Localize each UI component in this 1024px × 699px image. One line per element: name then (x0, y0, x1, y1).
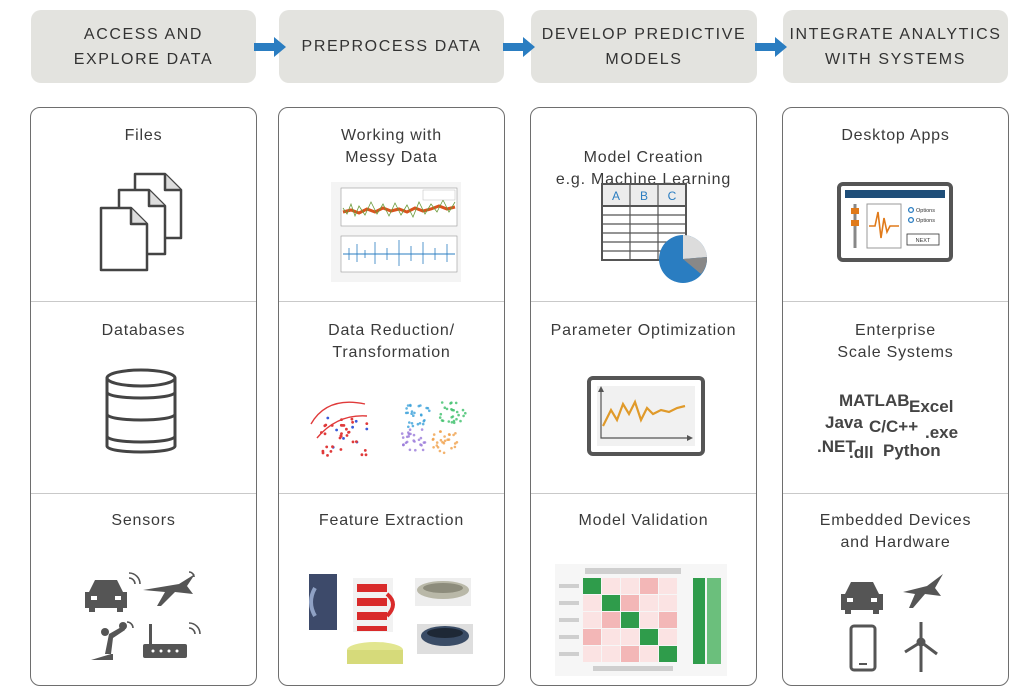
cell-title: Enterprise Scale Systems (837, 322, 954, 361)
cell-desktop-apps: Desktop Apps Options Options NEXT (783, 108, 1008, 301)
stage-header-develop: DEVELOP PREDICTIVE MODELS (531, 10, 757, 83)
app-next-button: NEXT (916, 238, 931, 244)
cell-title: Parameter Optimization (550, 322, 737, 339)
flow-arrow-icon (254, 37, 286, 57)
cell-title: Working with Messy Data (341, 127, 442, 166)
confusion-matrix-icon (555, 564, 727, 676)
cell-messy-data: Working with Messy Data (279, 108, 504, 301)
cell-title: Files (124, 127, 163, 144)
column-preprocess: Working with Messy Data Data Reduction/ … (278, 107, 505, 686)
lang-excel: Excel (909, 397, 953, 416)
column-access-explore: Files Databases Sensors (30, 107, 257, 686)
stage-title: PREPROCESS DATA (301, 38, 482, 55)
cell-embedded-devices: Embedded Devices and Hardware (783, 493, 1008, 685)
cell-parameter-optimization: Parameter Optimization (531, 301, 756, 494)
cell-title: Embedded Devices and Hardware (819, 512, 972, 551)
app-option-2: Options (916, 218, 935, 224)
cell-model-creation: Model Creation e.g. Machine Learning A B… (531, 108, 756, 301)
stage-title: DEVELOP PREDICTIVE MODELS (541, 25, 747, 68)
messy-data-plot-icon (331, 182, 461, 282)
lang-matlab: MATLAB (839, 391, 910, 410)
table-header-c: C (668, 189, 677, 203)
flow-arrow-icon (503, 37, 535, 57)
cell-feature-extraction: Feature Extraction (279, 493, 504, 685)
database-icon (105, 368, 177, 454)
lang-python: Python (883, 441, 941, 460)
sensors-icon (85, 571, 201, 660)
cell-files: Files (31, 108, 256, 301)
clustering-scatter-icon (310, 401, 467, 457)
cell-data-reduction: Data Reduction/ Transformation (279, 301, 504, 494)
app-option-1: Options (916, 208, 935, 214)
table-pie-icon: A B C (601, 183, 708, 283)
cell-title: Desktop Apps (841, 127, 950, 144)
cell-title: Feature Extraction (318, 512, 465, 529)
table-header-a: A (612, 189, 620, 203)
cell-title: Model Validation (578, 512, 709, 529)
column-integrate-systems: Desktop Apps Options Options NEXT Enterp… (782, 107, 1009, 686)
desktop-app-icon: Options Options NEXT (837, 182, 953, 262)
lang-java: Java (825, 413, 863, 432)
cell-model-validation: Model Validation (531, 493, 756, 685)
lang-exe: .exe (925, 423, 958, 442)
cell-databases: Databases (31, 301, 256, 494)
lang-net: .NET (817, 437, 856, 456)
cell-title: Sensors (111, 512, 176, 529)
stage-header-preprocess: PREPROCESS DATA (279, 10, 504, 83)
flow-arrow-icon (755, 37, 787, 57)
stage-title: ACCESS AND EXPLORE DATA (73, 25, 214, 68)
stage-header-access: ACCESS AND EXPLORE DATA (31, 10, 256, 83)
column-develop-models: Model Creation e.g. Machine Learning A B… (530, 107, 757, 686)
table-header-b: B (640, 189, 648, 203)
cell-title-main: Model Creation (583, 149, 704, 166)
stage-title: INTEGRATE ANALYTICS WITH SYSTEMS (789, 25, 1002, 68)
cell-title: Databases (101, 322, 186, 339)
lang-dll: .dll (849, 443, 874, 462)
cell-sensors: Sensors (31, 493, 256, 685)
lang-cpp: C/C++ (869, 417, 918, 436)
cell-title: Data Reduction/ Transformation (328, 322, 455, 361)
stage-header-integrate: INTEGRATE ANALYTICS WITH SYSTEMS (783, 10, 1008, 83)
line-chart-monitor-icon (587, 376, 705, 456)
files-icon (99, 172, 183, 272)
mug-images-icon (309, 574, 473, 668)
language-list-icon: MATLAB Excel Java C/C++ .exe .NET .dll P… (817, 391, 958, 462)
cell-enterprise-systems: Enterprise Scale Systems MATLAB Excel Ja… (783, 301, 1008, 494)
embedded-devices-icon (841, 574, 943, 672)
